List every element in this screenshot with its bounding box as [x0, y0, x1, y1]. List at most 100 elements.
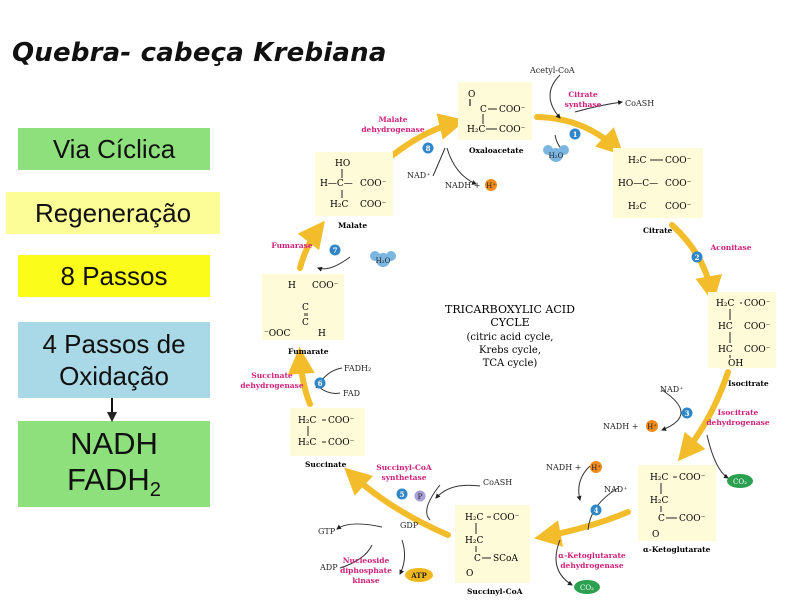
svg-text:Nucleoside: Nucleoside — [343, 556, 390, 565]
svg-text:8: 8 — [426, 144, 431, 153]
svg-text:C: C — [480, 105, 487, 115]
cofactor-labels: Acetyl-CoA CoASH NAD⁺ NADH + NAD⁺ NADH +… — [318, 66, 683, 572]
svg-text:COO⁻: COO⁻ — [679, 473, 706, 483]
svg-text:Acetyl-CoA: Acetyl-CoA — [529, 66, 575, 75]
svg-text:CoASH: CoASH — [483, 478, 512, 487]
svg-text:Isocitrate: Isocitrate — [718, 408, 759, 417]
svg-text:C: C — [302, 303, 309, 313]
svg-text:CYCLE: CYCLE — [490, 316, 529, 329]
bond-lines — [304, 108, 742, 559]
fadh-subscript: 2 — [149, 478, 161, 501]
water-icon: H₂O — [543, 145, 569, 162]
label-isocitrate: Isocitrate — [728, 379, 769, 388]
svg-text:Citrate: Citrate — [568, 90, 598, 99]
label-regeneracao: Regeneração — [6, 192, 220, 234]
svg-text:H₂C: H₂C — [298, 416, 316, 426]
arrow-fumarate-malate — [297, 220, 325, 271]
svg-text:CO₂: CO₂ — [580, 584, 594, 592]
svg-text:H₂C: H₂C — [650, 473, 668, 483]
arrow-ketoglutarate-succinylcoa — [534, 509, 631, 547]
molecule-fumarate: H COO⁻ C C ⁻OOC H Fumarate — [262, 274, 344, 356]
svg-text:Krebs cycle,: Krebs cycle, — [479, 345, 541, 356]
svg-text:5: 5 — [400, 490, 405, 499]
svg-text:(citric acid cycle,: (citric acid cycle, — [467, 332, 554, 343]
svg-text:CO₂: CO₂ — [733, 478, 747, 486]
svg-text:NADH +: NADH + — [546, 463, 581, 472]
svg-text:COO⁻: COO⁻ — [679, 514, 706, 524]
molecule-isocitrate: H₂C COO⁻ HC COO⁻ HC COO⁻ OH Isocitrate — [708, 292, 776, 388]
svg-text:COO⁻: COO⁻ — [665, 179, 692, 189]
svg-text:ATP: ATP — [410, 571, 427, 580]
arrow-isocitrate-ketoglutarate — [677, 369, 731, 462]
water-icon: H₂O — [370, 251, 396, 267]
quatro-passos-line2: Oxidação — [59, 361, 169, 391]
svg-text:kinase: kinase — [352, 576, 380, 585]
arrow-oxaloacetate-citrate — [534, 114, 624, 156]
svg-text:CoASH: CoASH — [625, 99, 654, 108]
svg-text:TRICARBOXYLIC ACID: TRICARBOXYLIC ACID — [445, 303, 575, 316]
svg-text:H₂O: H₂O — [376, 257, 391, 265]
svg-text:Fumarase: Fumarase — [271, 241, 312, 250]
molecule-oxaloacetate: O C COO⁻ H₂C COO⁻ Oxaloacetate — [458, 82, 532, 155]
regeneracao-text: Regeneração — [34, 197, 192, 228]
svg-text:NAD⁺: NAD⁺ — [604, 485, 627, 494]
svg-text:FAD: FAD — [343, 389, 360, 398]
molecule-succinate: H₂C COO⁻ H₂C COO⁻ Succinate — [290, 408, 365, 469]
water-molecules: H₂O H₂O — [370, 145, 569, 267]
cycle-center-title: TRICARBOXYLIC ACID CYCLE (citric acid cy… — [445, 303, 575, 369]
svg-text:COO⁻: COO⁻ — [744, 322, 771, 332]
arrow-citrate-isocitrate — [669, 222, 723, 303]
svg-text:O: O — [468, 90, 475, 100]
svg-text:⁻OOC: ⁻OOC — [264, 329, 291, 339]
svg-text:TCA cycle): TCA cycle) — [483, 358, 538, 369]
svg-text:2: 2 — [695, 253, 700, 262]
proton-badges: H⁺ H⁺ H⁺ — [485, 179, 658, 473]
cycle-arrows — [287, 113, 731, 547]
oito-passos-text: 8 Passos — [60, 260, 168, 291]
svg-text:Aconitase: Aconitase — [709, 243, 751, 252]
svg-text:Malate: Malate — [378, 115, 407, 124]
svg-text:α-Ketoglutarate: α-Ketoglutarate — [558, 551, 626, 560]
svg-text:O: O — [466, 569, 473, 579]
nadh-text: NADH — [70, 426, 158, 462]
svg-text:COO⁻: COO⁻ — [499, 125, 526, 135]
page-title: Quebra- cabeça Krebiana — [12, 38, 387, 68]
svg-text:H₂C: H₂C — [465, 513, 483, 523]
label-ketoglutarate: α-Ketoglutarate — [643, 545, 711, 554]
svg-text:6: 6 — [318, 379, 323, 388]
svg-text:P: P — [418, 493, 423, 501]
via-ciclica-text: Via Cíclica — [52, 133, 176, 164]
svg-text:GTP: GTP — [318, 527, 336, 536]
atp-badge: ATP — [405, 568, 433, 582]
svg-text:dehydrogenase: dehydrogenase — [240, 381, 304, 390]
enzyme-labels: Citrate synthase Aconitase Isocitrate de… — [240, 90, 770, 585]
molecule-citrate: H₂C COO⁻ HO—C— COO⁻ H₂C COO⁻ Citrate — [613, 148, 703, 235]
svg-text:synthetase: synthetase — [381, 473, 426, 482]
svg-text:H₂C: H₂C — [298, 438, 316, 448]
svg-text:H⁺: H⁺ — [486, 182, 496, 190]
svg-text:COO⁻: COO⁻ — [328, 438, 355, 448]
svg-text:COO⁻: COO⁻ — [665, 202, 692, 212]
svg-text:COO⁻: COO⁻ — [744, 345, 771, 355]
svg-text:C: C — [302, 318, 309, 328]
svg-text:COO⁻: COO⁻ — [312, 281, 339, 291]
svg-text:4: 4 — [594, 506, 599, 515]
svg-text:7: 7 — [333, 246, 338, 255]
molecule-succinyl-coa: H₂C COO⁻ H₂C C SCoA O Succinyl-CoA — [455, 505, 530, 596]
label-succinyl-coa: Succinyl-CoA — [467, 587, 523, 596]
svg-text:COO⁻: COO⁻ — [744, 299, 771, 309]
svg-text:C: C — [474, 554, 481, 564]
svg-text:H₂C: H₂C — [628, 202, 646, 212]
phosphate-badge: P — [414, 490, 426, 502]
svg-text:Succinate: Succinate — [251, 371, 293, 380]
svg-text:NADH +: NADH + — [603, 422, 638, 431]
svg-text:NAD⁺: NAD⁺ — [660, 385, 683, 394]
svg-text:OH: OH — [728, 359, 743, 369]
label-fumarate: Fumarate — [288, 347, 329, 356]
svg-text:HO—C—: HO—C— — [618, 179, 658, 189]
svg-text:COO⁻: COO⁻ — [665, 156, 692, 166]
arrow-succinate-fumarate — [287, 346, 315, 407]
svg-text:H: H — [318, 329, 326, 339]
